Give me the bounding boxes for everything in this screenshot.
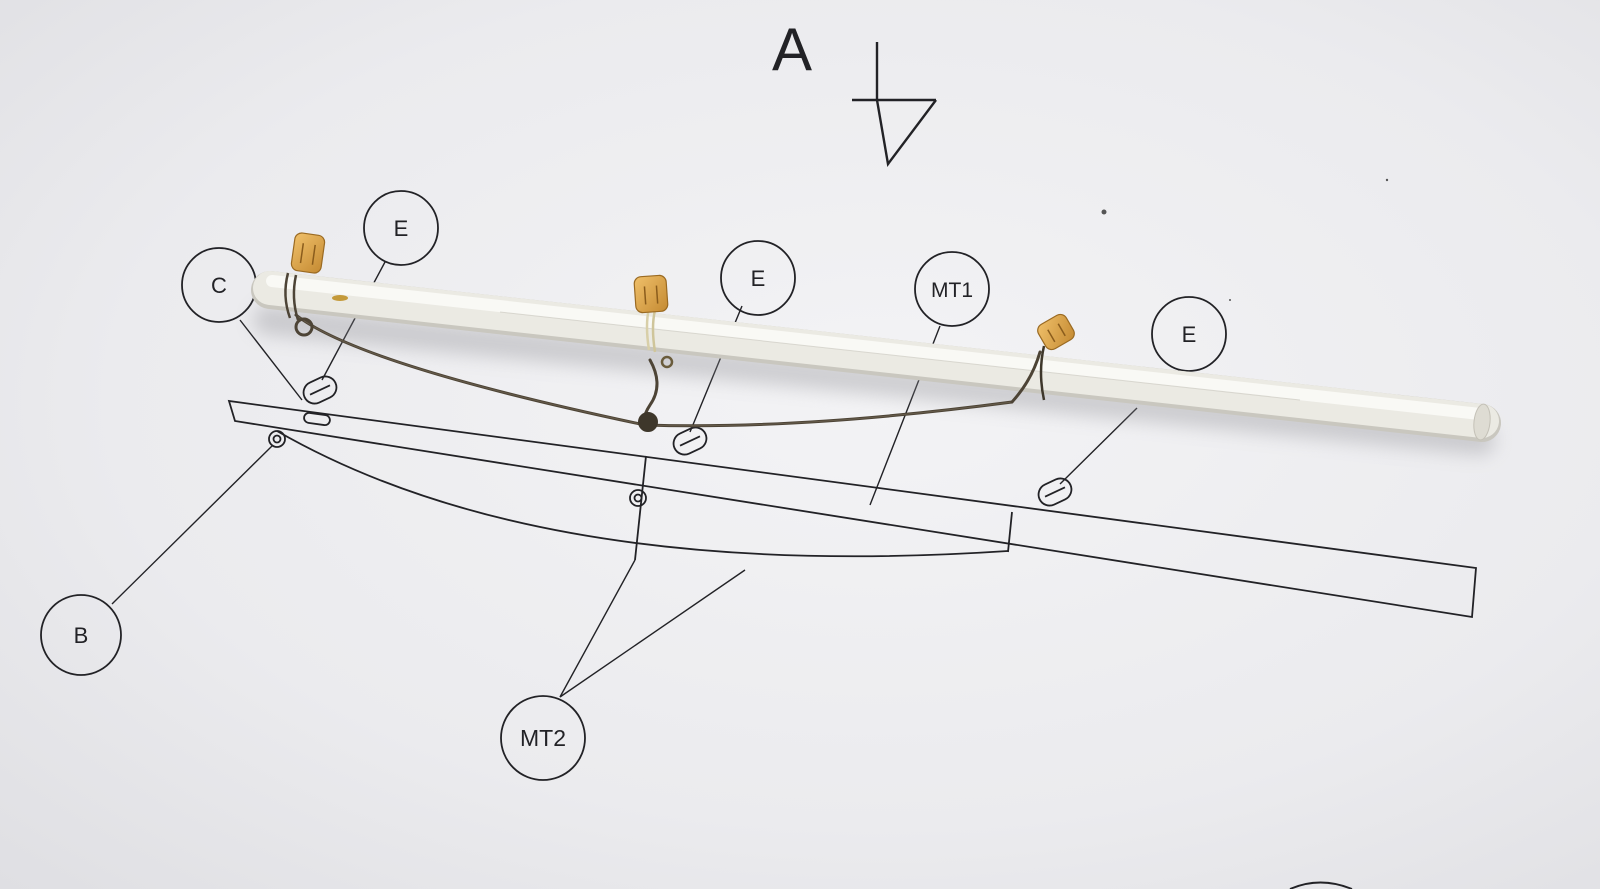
label-e-center: E [720, 240, 796, 316]
label-e-left: E [363, 190, 439, 266]
slot-detail [302, 375, 338, 405]
label-c-text: C [211, 273, 227, 298]
ring-detail [268, 430, 286, 448]
ring-detail [629, 489, 647, 507]
slot-detail [303, 411, 331, 427]
plan-heading: A [772, 16, 937, 167]
heading-letter: A [772, 16, 812, 83]
partial-circle [1289, 881, 1353, 889]
pulley-block-left [290, 232, 326, 274]
label-mt1-text: MT1 [931, 279, 973, 302]
label-b-text: B [74, 623, 89, 648]
wooden-spar [251, 271, 1501, 455]
label-e-center-text: E [751, 266, 766, 291]
yard-outline [227, 399, 1477, 619]
plan-details [268, 375, 1073, 507]
paper-specks [1101, 178, 1389, 301]
label-mt2: MT2 [500, 695, 586, 781]
label-e-left-text: E [394, 216, 409, 241]
slot-detail [1037, 477, 1073, 507]
pulley-block-center [633, 274, 669, 314]
sail-curve [276, 430, 1009, 558]
label-mt1: MT1 [914, 251, 990, 327]
label-b: B [40, 594, 122, 676]
lashings [284, 272, 1046, 401]
pulley-block-right [1037, 313, 1075, 351]
yard-plan-drawing [227, 399, 1477, 619]
label-e-right: E [1151, 296, 1227, 372]
flag-symbol [852, 42, 937, 167]
label-mt2-text: MT2 [520, 725, 566, 751]
slot-detail [672, 426, 708, 456]
label-e-right-text: E [1182, 322, 1197, 347]
rigging-rope [294, 313, 1042, 432]
